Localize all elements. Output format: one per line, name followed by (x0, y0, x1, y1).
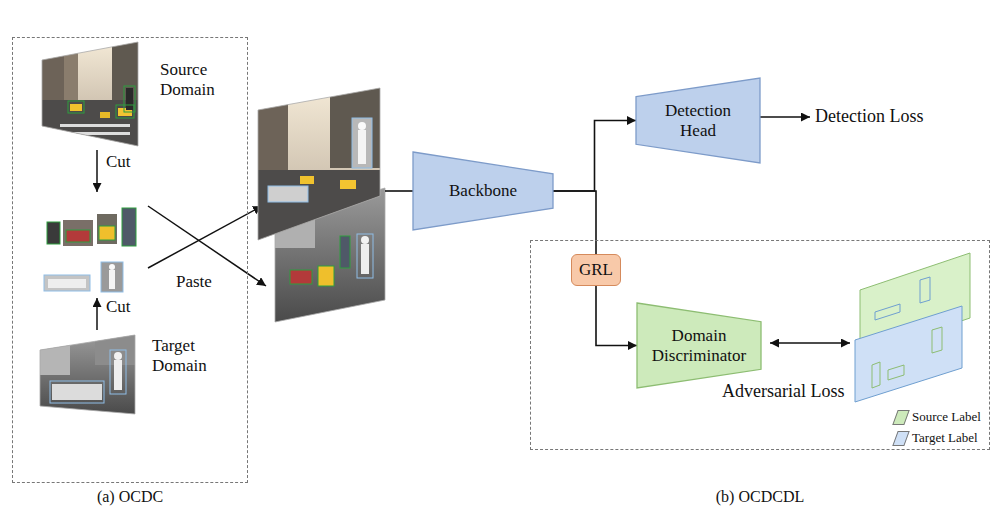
connector (553, 121, 636, 192)
source-image (100, 112, 110, 118)
cut-pieces (44, 208, 136, 292)
feed-line (385, 190, 413, 192)
legend-text: Target Label (912, 430, 978, 446)
mixed-ir-image (361, 236, 369, 244)
mixed-ir-image (340, 236, 350, 268)
connector (596, 286, 637, 346)
mixed-ir-image (357, 234, 373, 278)
target-image (40, 335, 135, 414)
grl-block: GRL (571, 254, 621, 286)
label-maps (855, 253, 970, 402)
cut-pieces (66, 230, 90, 242)
trapezoid-outline (636, 78, 760, 163)
legend-swatch (892, 431, 909, 446)
target-image (110, 350, 126, 394)
cut-pieces (109, 264, 115, 270)
source-image (70, 104, 82, 111)
block-label: Backbone (449, 181, 517, 201)
legend-swatch (892, 410, 909, 425)
text-holder: Domain Discriminator (637, 303, 761, 388)
cut-pieces (122, 208, 136, 246)
source-image (68, 101, 84, 113)
cut-arrow (97, 150, 98, 330)
operation-label: Cut (106, 297, 131, 317)
source-image (124, 86, 135, 112)
source-image-frame (42, 42, 138, 146)
text-holder: GRL (572, 255, 620, 285)
label-maps (855, 306, 962, 402)
mixed-rgb-image (352, 118, 372, 168)
target-image (114, 360, 122, 390)
mixed-rgb-image (258, 88, 380, 240)
cut-pieces (48, 279, 86, 288)
mixed-rgb-image (258, 88, 380, 240)
backbone-block: Backbone (413, 152, 553, 230)
text-holder: Detection Head (636, 78, 760, 163)
paste-arrow (148, 206, 262, 268)
cut-pieces (44, 275, 90, 291)
label-maps (875, 304, 900, 320)
source-image (42, 42, 138, 146)
source-image (60, 132, 130, 135)
operation-label: Paste (176, 272, 212, 292)
label-maps (932, 327, 942, 353)
label-maps (872, 362, 880, 388)
loss-label: Detection Loss (815, 106, 923, 127)
ocdc-panel: (a) OCDC (12, 37, 248, 483)
label-maps (920, 277, 930, 303)
source-image (42, 42, 138, 146)
legend-text: Source Label (912, 409, 981, 425)
mixed-rgb-image (340, 180, 356, 189)
cut-pieces (99, 226, 115, 240)
target-image (40, 335, 135, 414)
trapezoid-outline (637, 303, 761, 388)
panel-caption: (a) OCDC (13, 488, 247, 506)
mixed-ir-image (318, 266, 334, 286)
source-image (64, 52, 78, 104)
domain-label: Source Domain (160, 60, 244, 99)
label-maps (888, 365, 904, 380)
mixed-ir-image (361, 244, 369, 274)
target-image (114, 352, 122, 360)
adversarial-arrow (770, 342, 850, 344)
loss-label: Adversarial Loss (722, 381, 844, 402)
block-label: Detection Head (653, 101, 743, 140)
trapezoid-outline (413, 152, 553, 230)
block-label: Domain Discriminator (647, 326, 751, 365)
discriminator-block: Domain Discriminator (637, 303, 761, 388)
target-image (52, 384, 102, 400)
target-image (40, 335, 70, 375)
mixed-rgb-image (258, 88, 288, 178)
cut-arrow (96, 150, 98, 192)
mixed-rgb-image (258, 170, 380, 240)
connector (553, 191, 596, 254)
text-holder: Backbone (413, 152, 553, 230)
cut-pieces (101, 262, 123, 292)
loss-arrow (760, 116, 810, 118)
mixed-rgb-frame (258, 88, 380, 240)
source-image (60, 124, 130, 127)
cut-pieces (63, 220, 93, 246)
target-image-frame (40, 335, 135, 414)
cut-pieces (109, 270, 115, 289)
panel-caption: (b) OCDCDL (531, 488, 989, 506)
cut-pieces (97, 214, 117, 244)
mixed-rgb-image (268, 186, 308, 202)
operation-label: Cut (106, 152, 131, 172)
mixed-rgb-image (300, 176, 314, 184)
mixed-rgb-image (358, 130, 366, 164)
cut-pieces (47, 222, 60, 244)
mixed-rgb-image (358, 122, 366, 130)
detection-head-block: Detection Head (636, 78, 760, 163)
domain-label: Target Domain (152, 336, 236, 375)
source-image (126, 88, 133, 110)
mixed-rgb-image (330, 88, 380, 168)
cut-arrow (96, 298, 98, 330)
block-label: GRL (579, 260, 613, 280)
target-image (50, 381, 104, 403)
mixed-ir-image (290, 270, 312, 284)
